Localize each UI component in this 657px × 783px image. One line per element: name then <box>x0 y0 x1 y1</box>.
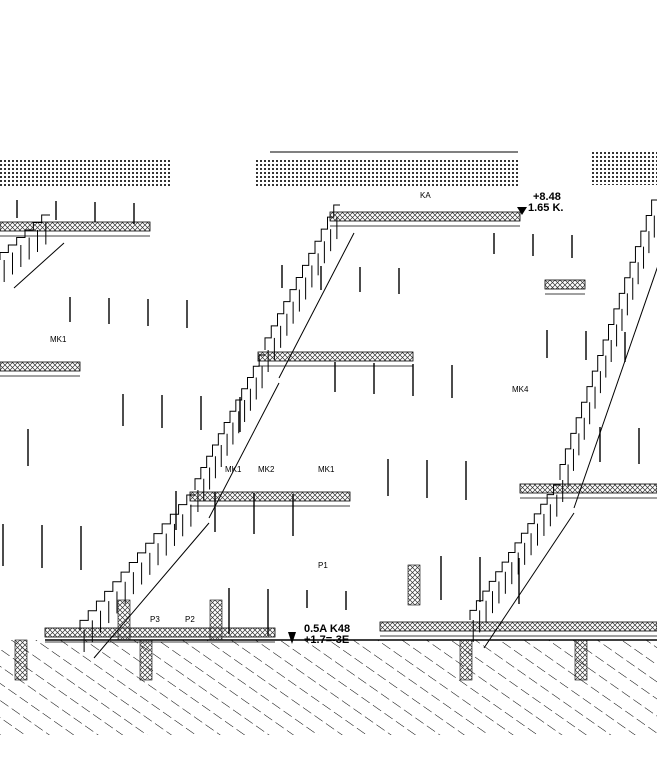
level-text: +8.48 <box>533 191 561 203</box>
stair-treads <box>559 199 657 480</box>
landing-slab <box>189 491 351 502</box>
ground-fill <box>0 639 657 735</box>
landing-slab <box>44 627 276 638</box>
label-p2: P2 <box>185 615 195 624</box>
label-p3: P3 <box>150 615 160 624</box>
label-p1: P1 <box>318 561 328 570</box>
stair-treads <box>264 204 340 350</box>
label-mk2: MK2 <box>258 465 275 474</box>
column-section <box>209 599 223 641</box>
landing-slab <box>519 483 657 494</box>
landing-slab <box>379 621 657 632</box>
landing-slab <box>257 351 414 362</box>
stair-soffit <box>93 522 210 659</box>
vertical-members <box>2 200 640 681</box>
column-section <box>574 639 588 681</box>
column-section <box>139 639 153 681</box>
column-section <box>407 564 421 606</box>
level-text: +1.7=-3E <box>304 634 349 646</box>
level-marker-icon <box>288 632 296 644</box>
label-mk1: MK1 <box>50 335 67 344</box>
top-dotted-slabs <box>0 150 657 188</box>
landing-slabs <box>0 211 657 643</box>
landing-slab <box>0 361 81 372</box>
stair-treads <box>194 354 265 490</box>
column-section <box>117 599 131 641</box>
stair-treads <box>0 214 50 260</box>
landing-slab <box>0 221 151 232</box>
stair-treads <box>469 484 560 620</box>
stair-flights <box>0 199 657 659</box>
stair-soffit <box>573 266 657 509</box>
label-mk1: MK1 <box>225 465 242 474</box>
landing-slab <box>329 211 521 222</box>
level-marker-icon <box>517 207 527 215</box>
column-section <box>459 639 473 681</box>
landing-slab <box>544 279 586 290</box>
label-ka: KA <box>420 191 431 200</box>
label-mk1: MK1 <box>318 465 335 474</box>
stair-soffit <box>483 512 575 649</box>
level-text: 1.65 K. <box>528 202 563 214</box>
stair-soffit <box>208 382 280 519</box>
stair-soffit <box>278 232 355 379</box>
label-mk4: MK4 <box>512 385 529 394</box>
level-text: 0.5A K48 <box>304 623 350 635</box>
stair-treads <box>79 494 195 630</box>
stair-soffit <box>13 242 65 289</box>
annotations: MK1 MK1 MK2 MK1 MK4 KA P1 P2 P3 +8.48 1.… <box>50 191 563 646</box>
column-section <box>14 639 28 681</box>
